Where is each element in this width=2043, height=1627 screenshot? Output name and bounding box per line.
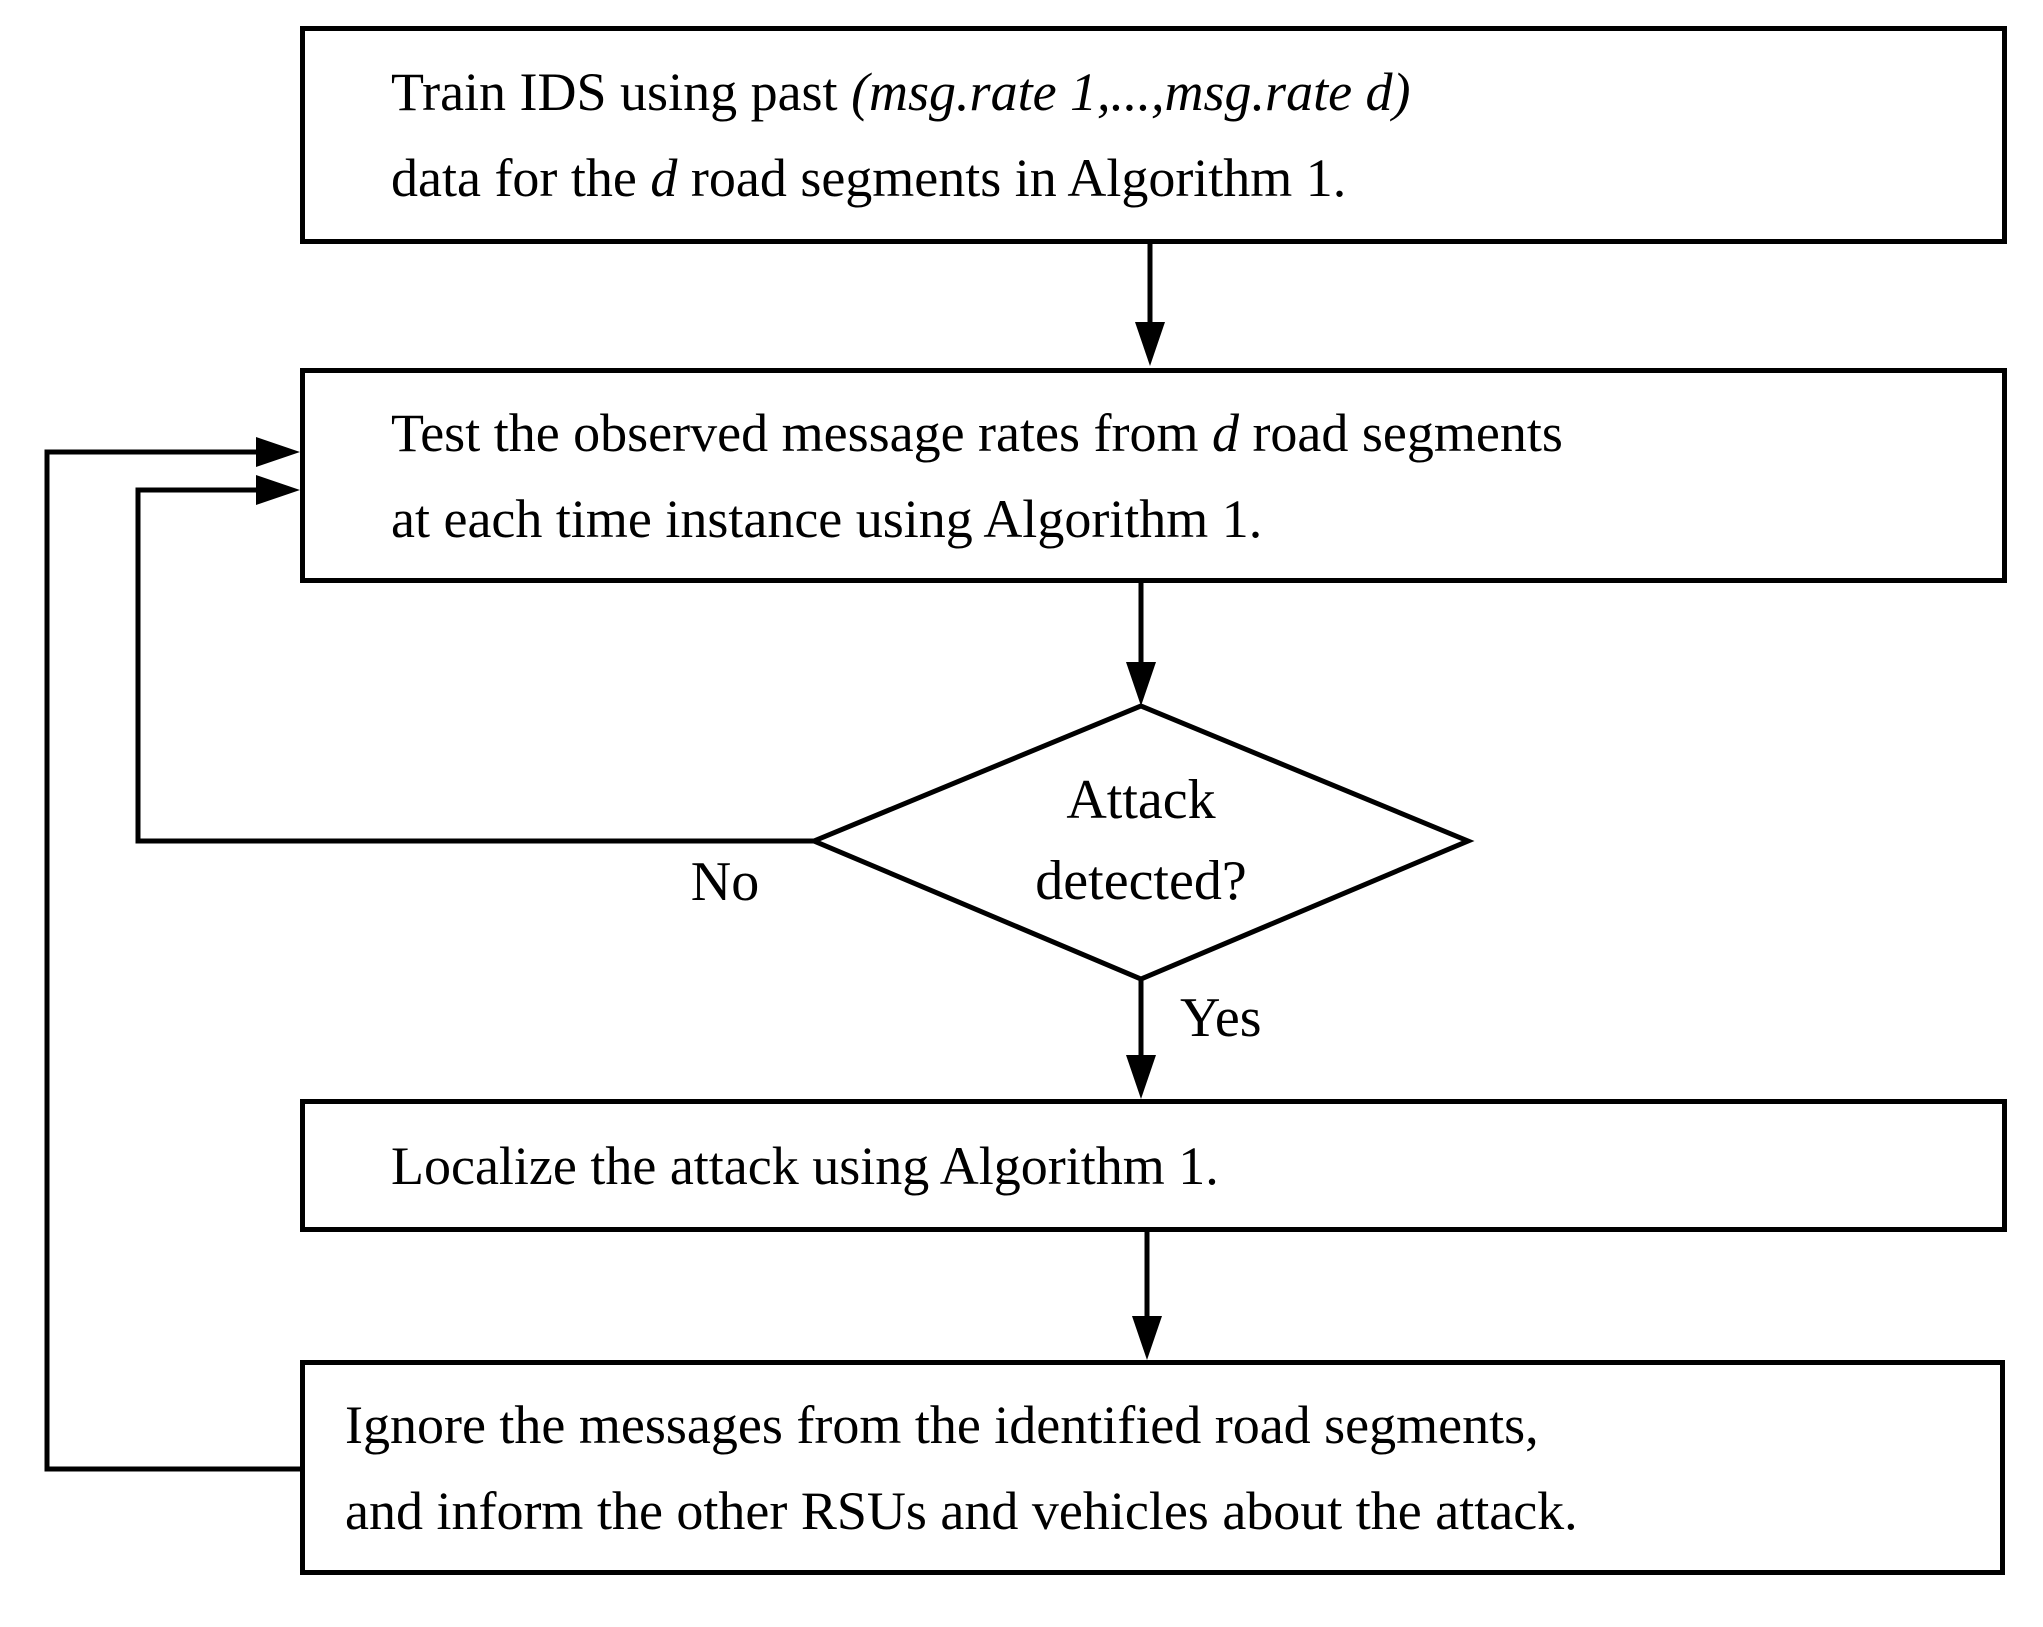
localize-line1: Localize the attack using Algorithm 1. <box>391 1135 1219 1196</box>
ignore-line1: Ignore the messages from the identified … <box>345 1394 1539 1455</box>
arrow-localize-to-ignore <box>1132 1232 1162 1360</box>
test-box-line2: at each time instance using Algorithm 1. <box>391 488 1263 549</box>
test-message-rates-box: Test the observed message rates from d r… <box>300 368 2007 583</box>
restart-loop-path <box>44 437 303 1472</box>
decision-line2: detected? <box>1035 850 1247 912</box>
arrow-train-to-test <box>1135 244 1165 366</box>
localize-attack-box: Localize the attack using Algorithm 1. <box>300 1099 2007 1232</box>
ignore-inform-box: Ignore the messages from the identified … <box>300 1360 2005 1575</box>
yes-branch-label: Yes <box>1180 987 1262 1049</box>
train-ids-line1: Train IDS using past (msg.rate 1,...,msg… <box>391 62 1411 122</box>
arrow-yes-decision-to-localize <box>1126 979 1156 1099</box>
no-branch-label: No <box>690 851 760 913</box>
test-box-line1: Test the observed message rates from d r… <box>391 402 1563 463</box>
arrow-test-to-decision <box>1126 583 1156 706</box>
train-ids-line2: data for the d road segments in Algorith… <box>391 148 1347 208</box>
decision-line1: Attack <box>1066 769 1216 831</box>
attack-detected-decision: Attack detected? <box>941 760 1341 922</box>
no-loop-path <box>135 475 814 844</box>
ignore-line2: and inform the other RSUs and vehicles a… <box>345 1480 1578 1541</box>
train-ids-box: Train IDS using past (msg.rate 1,...,msg… <box>300 26 2007 244</box>
